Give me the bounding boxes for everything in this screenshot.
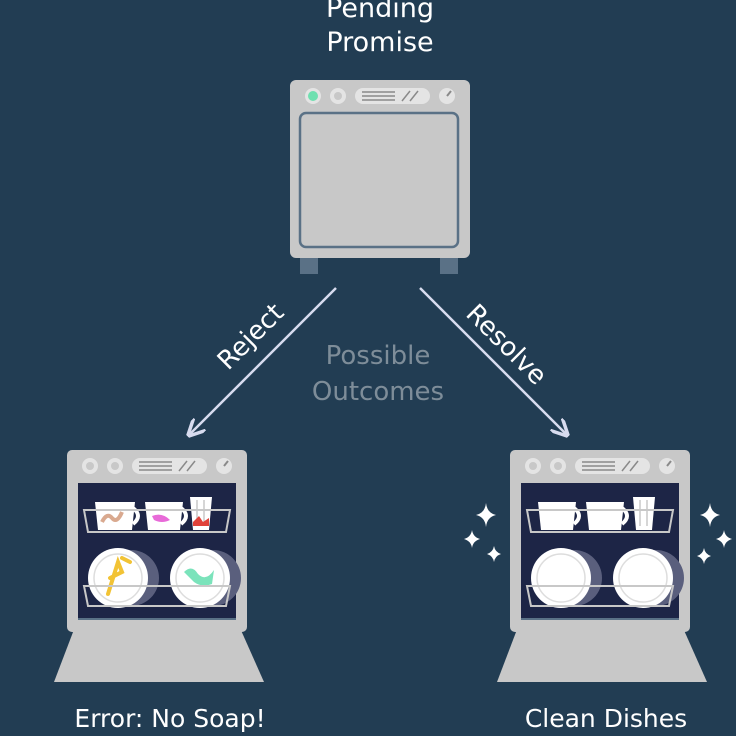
dirty-glass (190, 497, 212, 530)
sparkle-icon (487, 546, 501, 562)
dirty-cup (145, 502, 188, 530)
clean-plate (613, 548, 673, 608)
dirty-plate (88, 548, 148, 608)
sparkle-icon (464, 530, 480, 548)
dirty-cup (95, 502, 140, 530)
rejected-outcome-caption: Error: No Soap! (74, 704, 266, 733)
sparkle-icon (716, 530, 732, 548)
pending-dishwasher (290, 80, 470, 274)
title-line-2: Promise (326, 27, 434, 58)
clean-cup (586, 502, 629, 530)
center-label: Possible Outcomes (278, 338, 478, 410)
rejected-dishwasher (54, 450, 264, 682)
center-label-line-1: Possible (325, 341, 431, 371)
center-label-line-2: Outcomes (311, 377, 445, 407)
page-title: Pending Promise (230, 0, 530, 60)
closed-door (298, 111, 460, 249)
clean-glass (633, 497, 655, 530)
sparkle-icon (700, 503, 720, 527)
power-indicator-icon (308, 91, 318, 101)
resolved-dishwasher (497, 450, 707, 682)
clean-plate (531, 548, 591, 608)
open-door (54, 619, 264, 682)
title-line-1: Pending (326, 0, 434, 24)
resolved-outcome-caption: Clean Dishes (524, 704, 688, 733)
sparkle-icons (464, 503, 732, 564)
sparkle-icon (476, 503, 496, 527)
resolve-arrow (419, 287, 566, 434)
clean-cup (538, 502, 581, 530)
sparkle-icon (697, 548, 711, 564)
open-door (497, 619, 707, 682)
reject-arrow (190, 287, 337, 434)
